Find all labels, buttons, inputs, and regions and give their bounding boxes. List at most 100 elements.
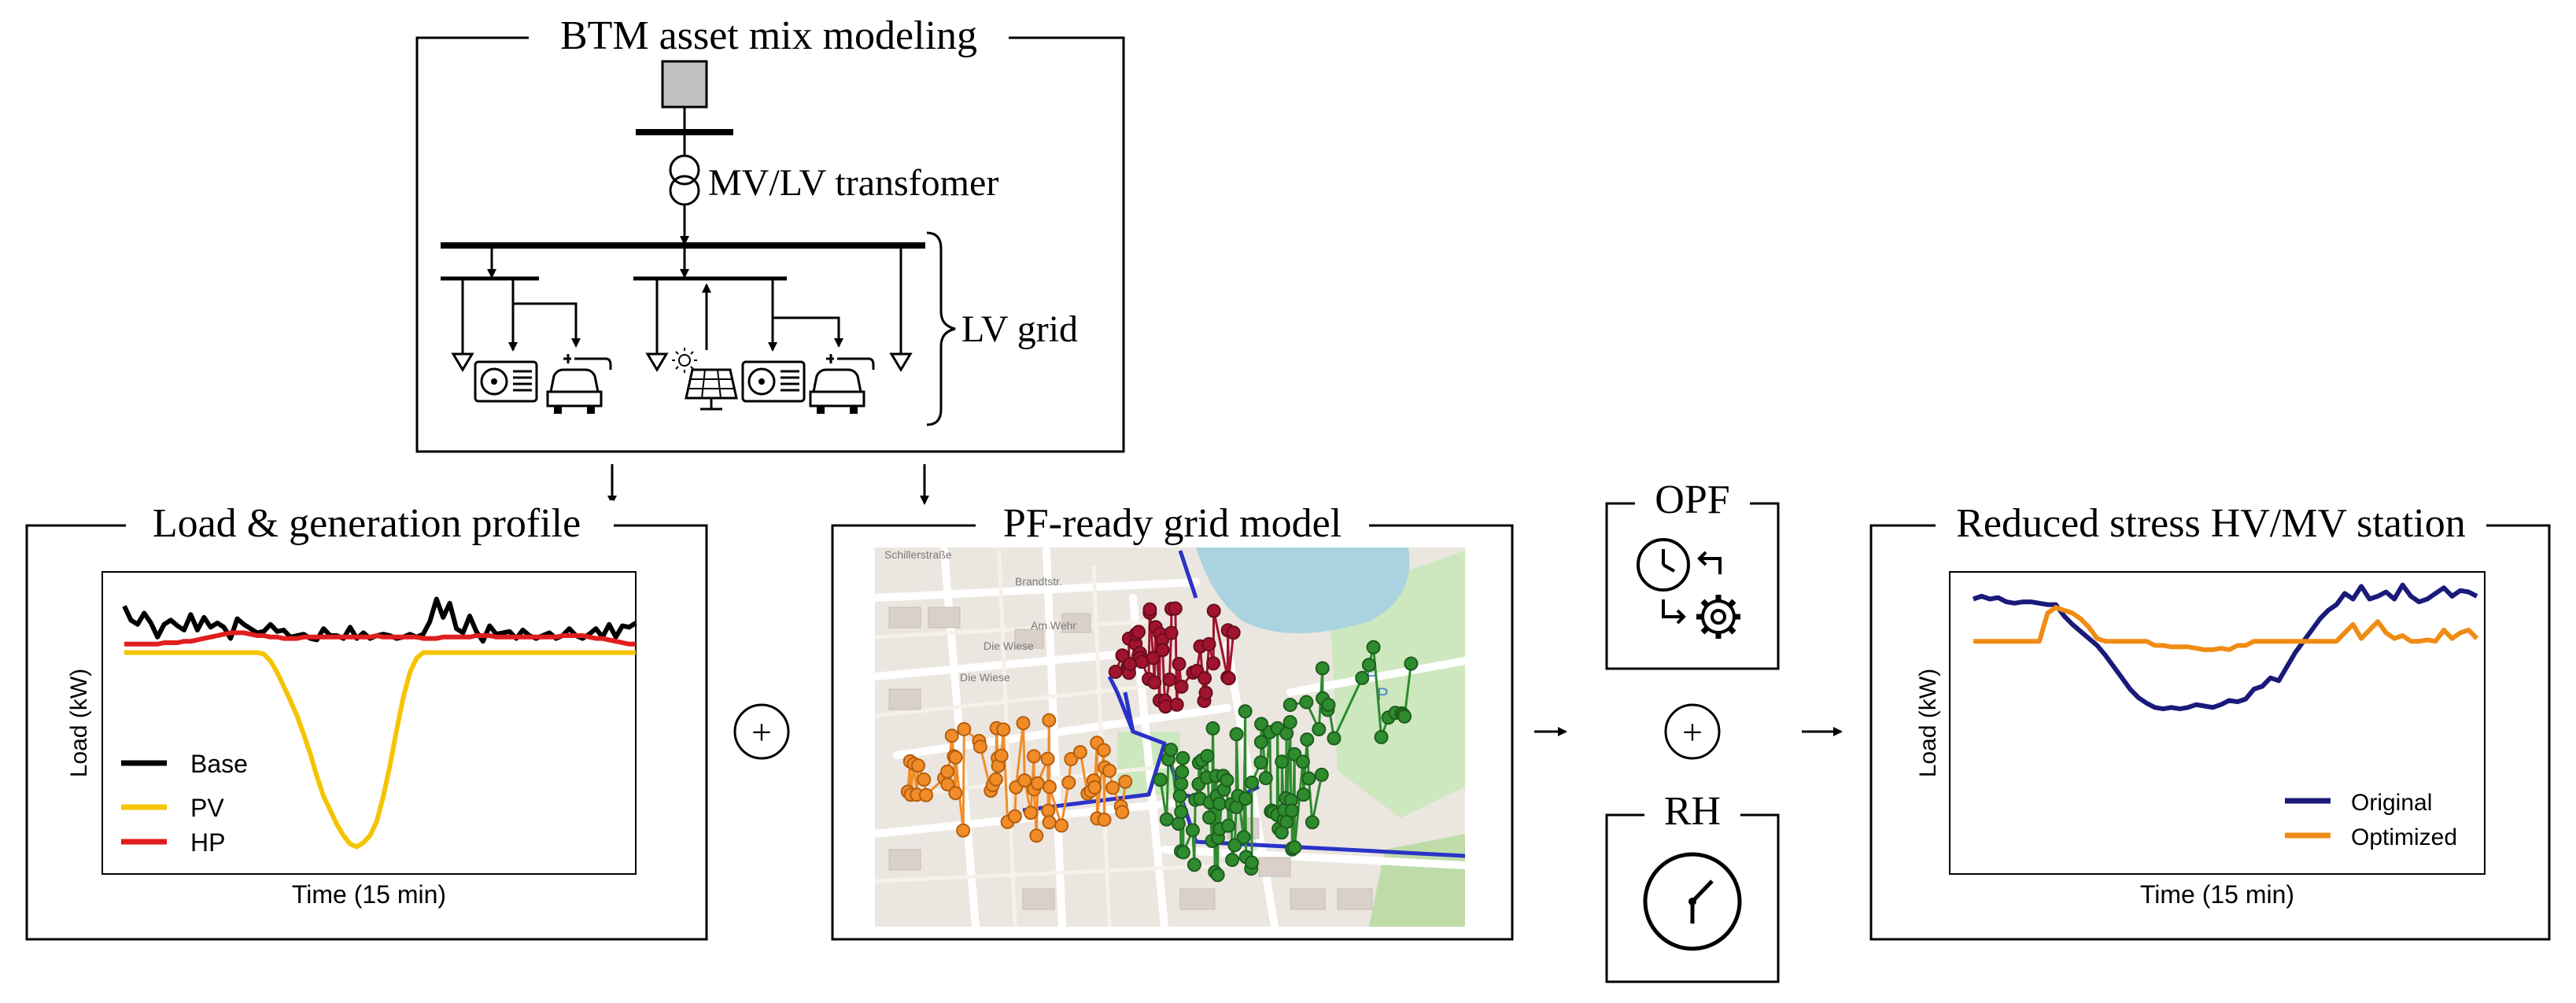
feeder-node-green [1238,791,1253,806]
feeder-node-red [1162,672,1177,687]
feeder-node-orange [1043,780,1057,795]
svg-text:+: + [1682,712,1703,752]
feeder-node-green [1361,658,1376,673]
grid-map: Schillerstraße Brandtstr. Die Wiese Am W… [875,548,1465,927]
profile-chart: Base PV HP Time (15 min) Load (kW) [66,571,637,909]
station-legend: Original Optimized [2285,790,2457,850]
ev-car-icon [546,354,612,414]
feeder-node-red [1169,697,1184,712]
feeder-node-orange [988,772,1003,787]
transformer-label: MV/LV transfomer [708,162,998,204]
feeder-node-red [1206,656,1221,671]
profile-plot-frame [101,571,637,875]
feeder-node-orange [994,748,1009,763]
feeder-node-green [1314,767,1329,782]
feeder-node-green [1321,698,1336,713]
feeder-node-red [1115,648,1130,663]
feeder-node-orange [1061,775,1076,790]
feeder-node-orange [1054,818,1069,833]
feeder-node-orange [948,750,963,765]
plus-operator: + [1664,703,1721,760]
feeder-node-green [1229,727,1244,742]
feeder-node-orange [944,728,959,743]
feeder-node-green [1175,765,1190,780]
feeder-node-green [1397,709,1412,724]
feeder-node-green [1300,732,1315,747]
station-panel-title: Reduced stress HV/MV station [1956,501,2466,546]
feeder-node-green [1171,817,1186,832]
feeder-line [1311,774,1323,823]
feeder-node-red [1108,665,1123,679]
profile-x-axis-label: Time (15 min) [292,880,446,909]
feeder-node-green [1295,754,1310,769]
lv-grid-brace [926,231,956,426]
feeder-node-green [1253,755,1268,770]
legend-label-base: Base [190,750,248,778]
feeder-node-green [1220,773,1234,787]
feeder-node-green [1258,771,1273,786]
feeder-node-red [1155,643,1170,658]
lake-area [1196,548,1410,633]
lv-grid-label: LV grid [961,308,1078,350]
feeder-node-green [1236,830,1251,845]
feeder-node-orange [1007,809,1022,824]
feeder-line [1060,782,1070,826]
feeder-node-green [1253,735,1268,750]
station-y-axis-label: Load (kW) [1915,669,1941,777]
feeder-node-green [1238,704,1253,719]
feeder-node-orange [957,721,972,736]
rh-panel-title: RH [1664,789,1721,834]
feeder-node-orange [1102,763,1117,778]
profile-series-pv [124,650,636,850]
feeder-node-red [1174,679,1189,694]
feeder-node-orange [1027,749,1041,764]
gear-icon [1696,595,1740,639]
legend-label-hp: HP [190,828,225,857]
rh-panel: RH [1605,789,1780,983]
profile-series-hp [124,630,636,647]
feeder-node-red [1146,651,1161,666]
feeder-line [1333,677,1364,739]
feeder-node-green [1159,812,1174,827]
feeder-node-green [1174,776,1189,791]
feeder-node-orange [1017,773,1032,788]
cycle-arrow-icon [1662,599,1686,625]
profile-panel: Load & generation profile Base PV HP Tim… [25,500,708,941]
feeder-node-red [1172,657,1187,671]
profile-panel-title: Load & generation profile [153,501,581,546]
feeder-line [961,728,965,831]
feeder-node-green [1282,698,1297,712]
station-series-optimized [1973,605,2479,652]
feeder-node-red [1221,671,1236,686]
legend-label-original: Original [2351,790,2432,816]
feeder-node-orange [1016,716,1031,731]
feeder-node-orange [1030,776,1045,791]
feeder-line [1161,650,1167,701]
feeder-node-orange [1115,805,1130,820]
feeder-node-green [1245,855,1259,870]
feeder-node-red [1198,685,1213,700]
feeder-node-green [1279,814,1294,829]
plus-operator: + [733,703,790,760]
clock-icon [1643,852,1742,951]
feeder-node-red [1206,603,1221,618]
feeder-node-orange [1096,743,1111,758]
feeder-node-orange [1072,745,1087,760]
feeder-node-red [1131,625,1146,640]
feeder-node-red [1201,636,1216,651]
feeder-node-orange [948,786,963,801]
feeder-node-green [1172,788,1187,803]
feeder-line [1168,632,1173,680]
feeder-node-green [1287,840,1302,855]
feeder-node-green [1296,787,1311,802]
station-x-axis-label: Time (15 min) [2140,880,2294,909]
feeder-line [1307,778,1314,823]
feeder-node-green [1404,656,1419,671]
profile-legend: Base PV HP [121,750,248,857]
feeder-node-green [1254,717,1269,732]
feeder-node-orange [940,764,955,779]
feeder-node-green [1305,815,1319,830]
feeder-node-green [1284,803,1299,818]
feeder-node-orange [1105,780,1120,795]
